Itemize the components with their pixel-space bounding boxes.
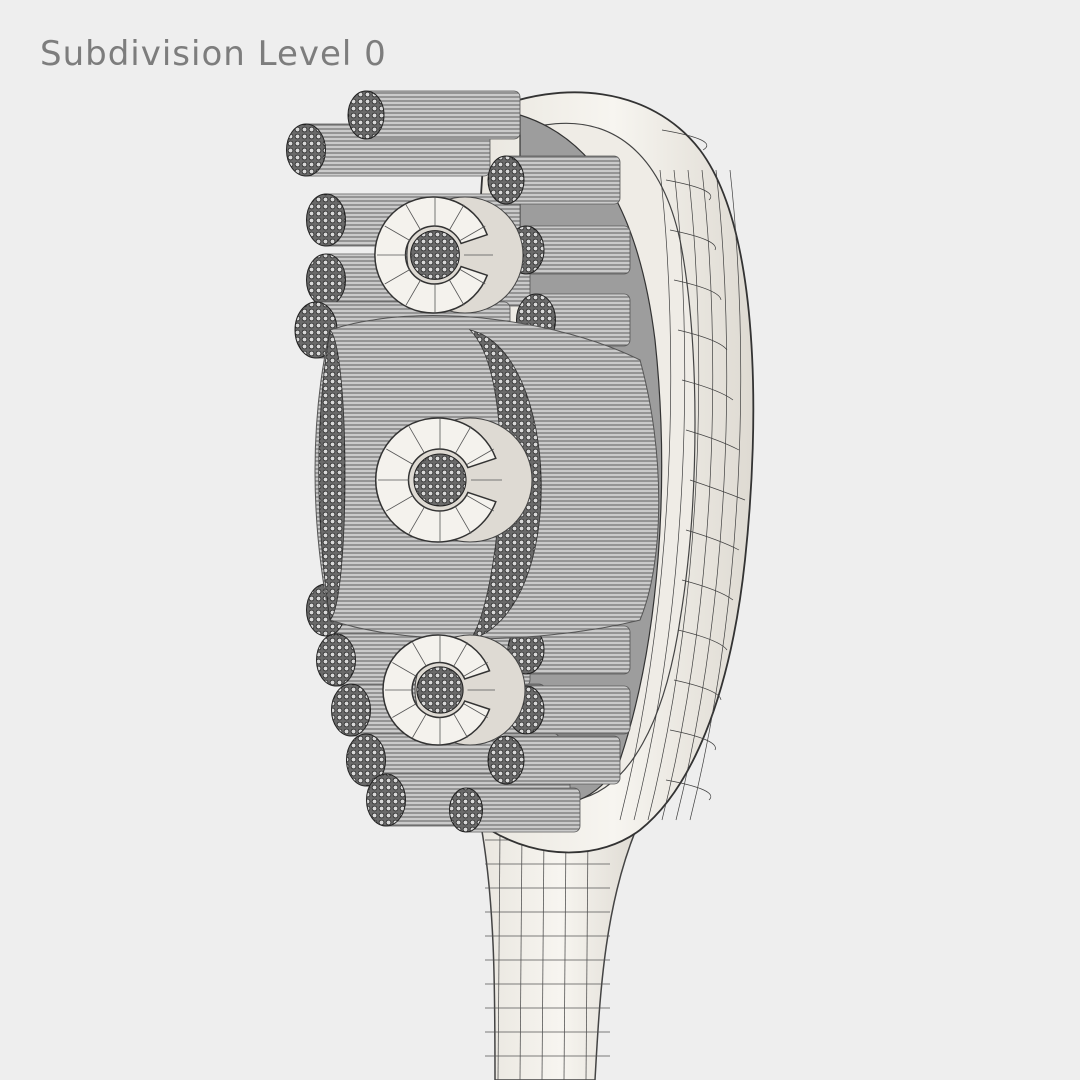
bristle-tuft <box>347 90 521 140</box>
c-ring <box>374 196 524 314</box>
c-ring <box>375 417 533 543</box>
handle-neck <box>479 819 642 1080</box>
bristle-tuft <box>507 225 631 275</box>
bristle-tuft <box>487 155 621 205</box>
c-ring <box>382 634 526 746</box>
bristle-tuft <box>449 787 581 833</box>
bristle-tuft <box>487 735 621 785</box>
bristle-tuft <box>507 685 631 735</box>
rubber-c-rings <box>374 196 533 746</box>
subdivision-level-caption: Subdivision Level 0 <box>40 34 387 74</box>
